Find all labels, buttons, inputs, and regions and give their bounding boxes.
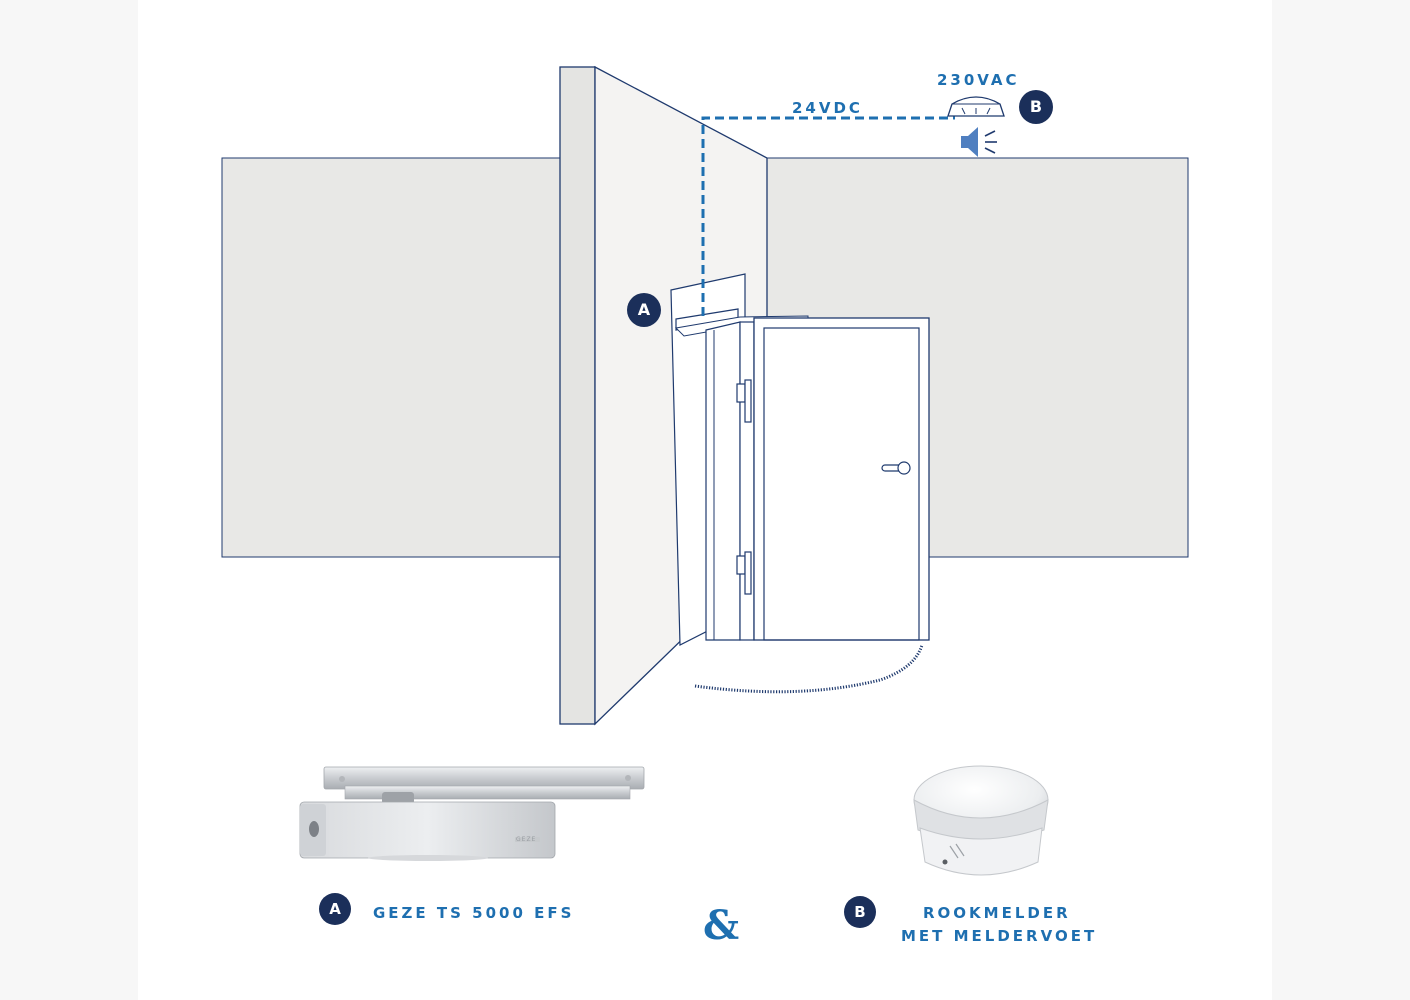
hinge-top (736, 383, 746, 403)
product-b-label-line1: ROOKMELDER (923, 904, 1071, 922)
wall-left (221, 157, 561, 558)
wall-pillar-edge (559, 66, 596, 725)
wiring-24vdc (701, 116, 955, 316)
door-closer-product-image (299, 766, 645, 861)
hinge-bottom-leaf (744, 551, 752, 595)
smoke-detector-product-image (913, 765, 1049, 876)
smoke-detector-icon (947, 96, 1005, 117)
hinge-bottom (736, 555, 746, 575)
product-b-label-line2: MET MELDERVOET (901, 927, 1098, 945)
door-handle-rose (897, 461, 911, 475)
door-leaf-edge (705, 321, 741, 641)
door-panel (753, 317, 930, 641)
detector-led (942, 859, 948, 865)
closer-brand-plate (515, 837, 540, 842)
product-b-badge: B (844, 896, 876, 928)
label-24vdc: 24VDC (792, 99, 863, 117)
hinge-top-leaf (744, 379, 752, 423)
product-a-label: GEZE TS 5000 EFS (373, 904, 575, 922)
ampersand: & (703, 902, 740, 949)
door-swing-arc (694, 644, 924, 694)
rail-screw-left (339, 776, 345, 782)
speaker-alarm-icon (961, 127, 997, 157)
label-230vac: 230VAC (937, 71, 1020, 89)
marker-b-badge: B (1019, 90, 1053, 124)
marker-a-badge: A (627, 293, 661, 327)
door-panel-inner (763, 327, 920, 641)
closer-brand-text: GEZE (516, 836, 537, 843)
rail-screw-right (625, 775, 631, 781)
product-a-badge: A (319, 893, 351, 925)
